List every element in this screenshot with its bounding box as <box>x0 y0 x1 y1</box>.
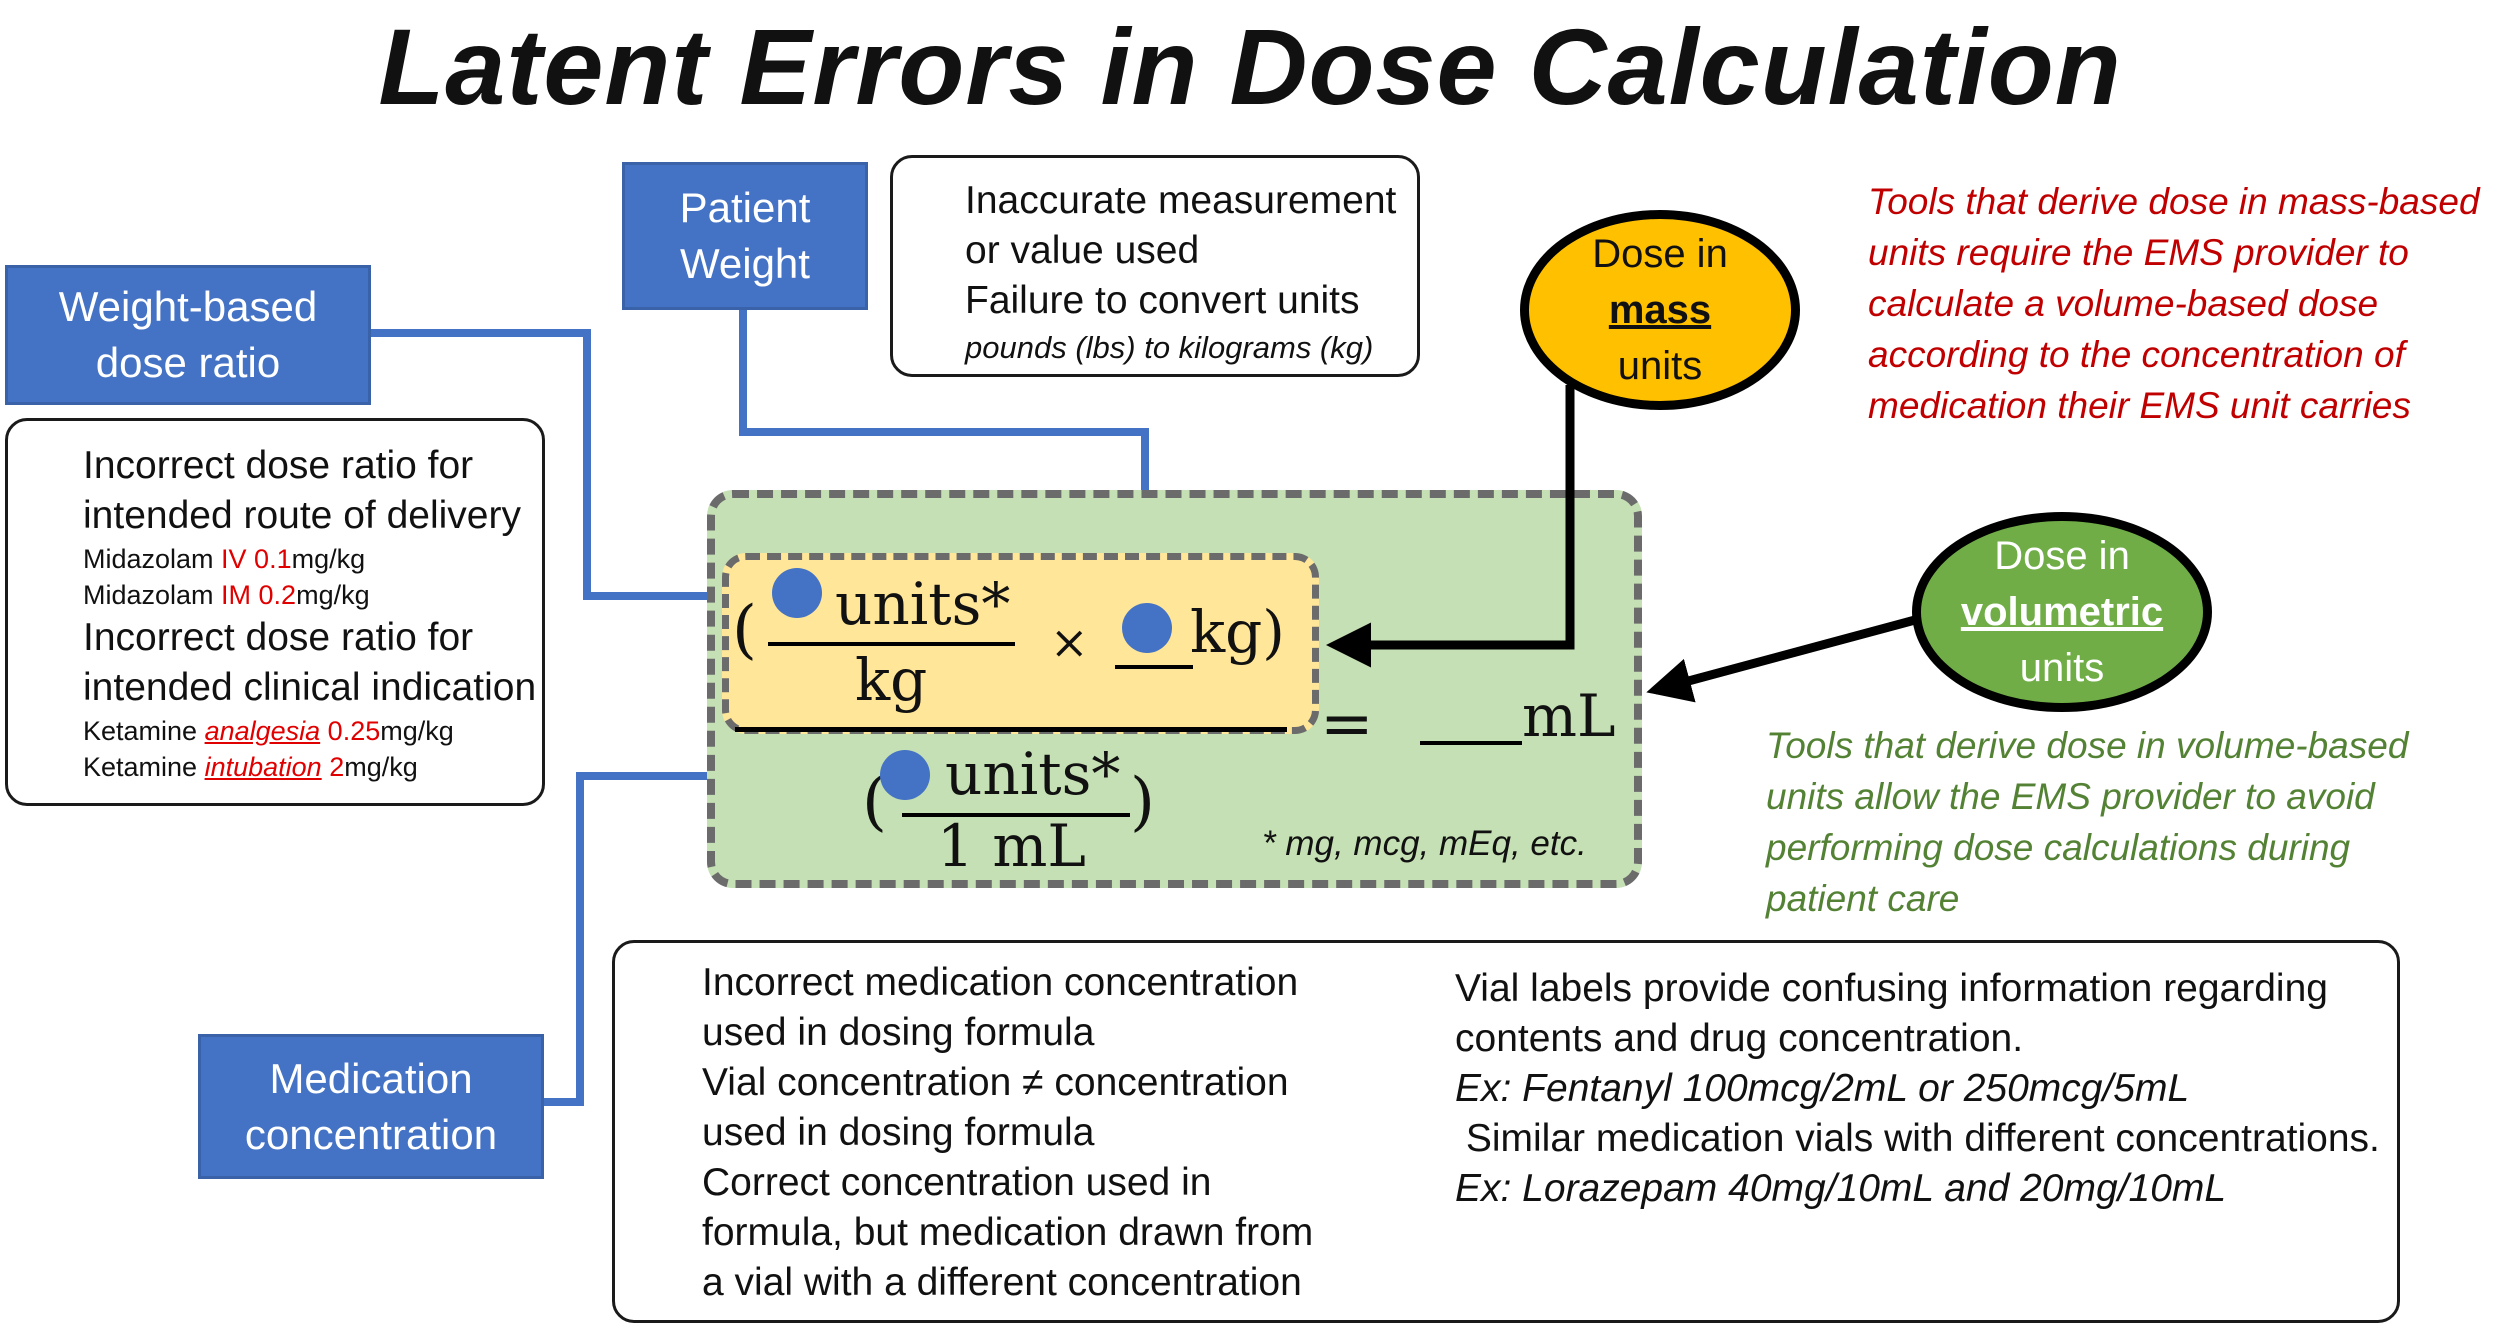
result-ml-label: mL <box>1522 682 1616 750</box>
vial-label-line: Similar medication vials with different … <box>1455 1117 2380 1160</box>
concentration-error-line: a vial with a different concentration <box>702 1261 1302 1304</box>
med-conc-box: Medication concentration <box>198 1034 544 1179</box>
concentration-errors-left: Incorrect medication concentration used … <box>702 958 1313 1308</box>
volumetric-units-ellipse: Dose in volumetric units <box>1912 512 2212 712</box>
patient-weight-label: Patient Weight <box>679 184 811 287</box>
vial-example: Ex: Lorazepam 40mg/10mL and 20mg/10mL <box>1455 1167 2227 1210</box>
ratio-note-heading: Incorrect dose ratio for <box>83 616 474 659</box>
ellipse-key-term: mass <box>1608 288 1712 332</box>
mass-arrow <box>1326 385 1575 668</box>
weight-note-line: Failure to convert units <box>965 279 1360 322</box>
indication: intubation <box>204 752 322 782</box>
ellipse-key-term: volumetric <box>1960 590 2164 634</box>
concentration-error-line: used in dosing formula <box>702 1111 1095 1154</box>
patient-weight-box: Patient Weight <box>622 162 868 310</box>
concentration-error-line: used in dosing formula <box>702 1011 1095 1054</box>
explanation-line: units allow the EMS provider to avoid <box>1766 776 2375 817</box>
concentration-errors-right: Vial labels provide confusing informatio… <box>1455 964 2380 1214</box>
vial-example: Ex: Fentanyl 100mcg/2mL or 250mcg/5mL <box>1455 1067 2190 1110</box>
explanation-line: medication their EMS unit carries <box>1868 385 2411 426</box>
ratio-example-ketamine-intubation: Ketamine intubation 2mg/kg <box>83 749 542 785</box>
ratio-example-midazolam-im: Midazolam IM 0.2mg/kg <box>83 577 542 613</box>
dose-unit: mg/kg <box>380 716 454 746</box>
page-title: Latent Errors in Dose Calculation <box>378 6 2122 127</box>
explanation-line: performing dose calculations during <box>1766 827 2351 868</box>
weight-note-line: Inaccurate measurement <box>965 179 1397 222</box>
volumetric-arrow <box>1646 615 1917 703</box>
dose-value: 2 <box>321 752 345 782</box>
mass-based-explanation: Tools that derive dose in mass-based uni… <box>1868 176 2480 431</box>
concentration-dot <box>880 750 930 800</box>
ellipse-label: units <box>2019 646 2105 690</box>
weight-error-note: Inaccurate measurement or value used Fai… <box>890 155 1420 377</box>
weight-ratio-connector <box>370 329 783 600</box>
numerator-panel <box>722 553 1319 734</box>
route-value: IM 0.2 <box>221 580 297 610</box>
med-conc-label: Medication concentration <box>244 1054 498 1158</box>
weight-ratio-box: Weight-based dose ratio <box>5 265 371 405</box>
vial-label-line: Vial labels provide confusing informatio… <box>1455 967 2328 1010</box>
weight-note-line: or value used <box>965 229 1200 272</box>
indication: analgesia <box>204 716 321 746</box>
ratio-example-midazolam-iv: Midazolam IV 0.1mg/kg <box>83 541 542 577</box>
concentration-error-line: Vial concentration ≠ concentration <box>702 1061 1289 1104</box>
units-footnote: * mg, mcg, mEq, etc. <box>1262 824 1587 863</box>
concentration-error-line: Correct concentration used in <box>702 1161 1212 1204</box>
equals-sign: = <box>1320 687 1374 761</box>
weight-blank-line <box>1115 665 1193 669</box>
denominator-close-paren: ) <box>1130 765 1155 839</box>
weight-ratio-label: Weight-based dose ratio <box>58 283 318 386</box>
denominator-units-label: units* <box>945 740 1121 808</box>
explanation-line: according to the concentration of <box>1868 334 2405 375</box>
explanation-line: Tools that derive dose in volume-based <box>1766 725 2409 766</box>
open-paren: ( <box>732 593 757 667</box>
ratio-note-heading: Incorrect dose ratio for <box>83 444 474 487</box>
ratio-error-note: Incorrect dose ratio for intended route … <box>5 418 545 806</box>
dose-unit: mg/kg <box>344 752 418 782</box>
drug-name: Ketamine <box>83 716 205 746</box>
numerator-units-label: units* <box>835 570 1011 638</box>
ratio-dot <box>772 568 822 618</box>
concentration-error-line: formula, but medication drawn from <box>702 1211 1314 1254</box>
dose-unit: mg/kg <box>291 544 366 574</box>
explanation-line: Tools that derive dose in mass-based <box>1868 181 2480 222</box>
denominator-blank-line <box>902 813 1130 817</box>
main-fraction-bar <box>735 727 1287 732</box>
ellipse-label: Dose in <box>1994 534 2130 578</box>
weight-unit-label: kg) <box>1190 598 1285 666</box>
vial-label-line: contents and drug concentration. <box>1455 1017 2024 1060</box>
numerator-blank-line <box>768 642 1015 646</box>
ratio-example-ketamine-analgesia: Ketamine analgesia 0.25mg/kg <box>83 713 542 749</box>
ellipse-label: units <box>1617 344 1703 388</box>
explanation-line: calculate a volume-based dose <box>1868 283 2379 324</box>
dose-unit: mg/kg <box>296 580 370 610</box>
volume-based-explanation: Tools that derive dose in volume-based u… <box>1766 720 2408 924</box>
weight-note-example: pounds (lbs) to kilograms (kg) <box>965 330 1374 365</box>
concentration-error-line: Incorrect medication concentration <box>702 961 1299 1004</box>
times-sign: × <box>1050 615 1089 669</box>
drug-name: Midazolam <box>83 544 222 574</box>
ellipse-label: Dose in <box>1592 232 1728 276</box>
weight-dot <box>1122 603 1172 653</box>
result-blank-line <box>1420 741 1522 745</box>
concentration-error-note <box>612 940 2400 1323</box>
explanation-line: units require the EMS provider to <box>1868 232 2409 273</box>
numerator-kg-label: kg <box>855 646 928 714</box>
mass-units-ellipse: Dose in mass units <box>1520 210 1800 410</box>
ratio-note-heading: intended clinical indication <box>83 666 537 709</box>
drug-name: Midazolam <box>83 580 222 610</box>
explanation-line: patient care <box>1766 878 1960 919</box>
drug-name: Ketamine <box>83 752 205 782</box>
route-value: IV 0.1 <box>221 544 292 574</box>
denominator-ml-label: 1 mL <box>937 812 1086 880</box>
ratio-note-heading: intended route of delivery <box>83 494 521 537</box>
dose-value: 0.25 <box>320 716 381 746</box>
